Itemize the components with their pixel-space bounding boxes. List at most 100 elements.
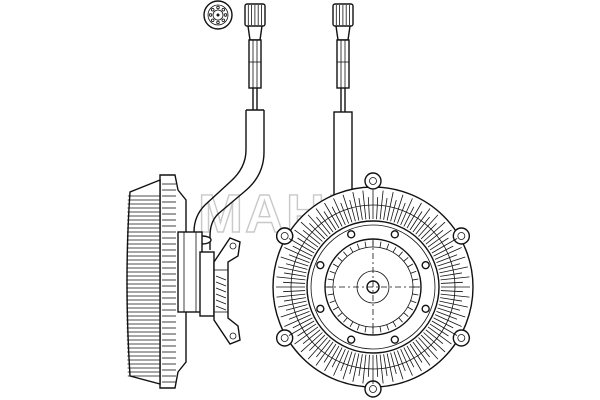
cooling-fin	[276, 276, 306, 281]
cooling-fin	[283, 290, 306, 293]
cooling-fin	[367, 354, 370, 377]
cooling-fin	[302, 230, 321, 245]
cooling-fin	[285, 304, 308, 311]
cooling-fin	[342, 351, 353, 380]
cooling-fin	[292, 245, 313, 257]
cooling-fin	[423, 332, 446, 353]
cooling-fin	[383, 198, 388, 220]
cooling-fin	[284, 314, 312, 327]
cooling-fin	[302, 329, 321, 344]
hub-tooth	[343, 317, 348, 323]
mounting-lug-hole	[369, 385, 377, 393]
cooling-fin	[297, 237, 317, 251]
cooling-fin	[409, 211, 423, 231]
cooling-fin	[284, 272, 306, 277]
fin-ring	[290, 204, 456, 370]
hub-tooth	[343, 251, 348, 257]
cooling-fin	[379, 190, 384, 220]
hub-tooth	[356, 324, 360, 331]
cooling-fin	[358, 198, 363, 220]
cooling-fin	[393, 194, 404, 223]
cooling-fin	[429, 323, 449, 337]
hub-tooth	[379, 326, 382, 333]
cooling-fin	[390, 352, 397, 375]
cooling-fin	[280, 256, 309, 267]
cooling-fin	[412, 208, 431, 233]
hub-tooth	[410, 270, 417, 274]
cooling-fin	[390, 199, 397, 222]
cooling-fin	[280, 307, 309, 318]
cooling-fin	[333, 348, 346, 376]
cooling-fin	[283, 281, 306, 284]
hub-tooth	[349, 321, 354, 328]
hub-tooth	[327, 293, 334, 296]
cooling-fin	[362, 354, 367, 384]
cooling-fin	[292, 317, 313, 329]
cooling-fin	[438, 263, 461, 270]
flange-hatch	[215, 293, 227, 299]
cooling-fin	[406, 345, 422, 372]
hub-tooth	[356, 243, 360, 250]
cooling-fin	[427, 229, 452, 248]
hub-tooth	[403, 257, 409, 262]
cooling-fin	[276, 293, 306, 298]
cooling-fin	[440, 272, 462, 277]
cooling-fin	[323, 343, 337, 363]
flange-hatch	[215, 287, 227, 293]
cooling-fin	[294, 326, 319, 345]
hub-tooth	[412, 293, 419, 296]
hub-tooth	[337, 312, 343, 317]
hub-tooth	[332, 306, 339, 311]
cooling-fin	[403, 206, 415, 227]
cooling-fin	[429, 237, 449, 251]
connector-pin	[208, 13, 213, 17]
cooling-fin	[362, 190, 367, 220]
hub-tooth	[329, 300, 336, 304]
cooling-fin	[324, 202, 340, 229]
hub-bolt	[346, 335, 356, 344]
cooling-fin	[288, 254, 310, 264]
cooling-fin	[352, 192, 360, 221]
mounting-lug	[452, 329, 471, 347]
cooling-fin	[340, 350, 350, 372]
hub-tooth	[407, 306, 414, 311]
cooling-fin	[440, 290, 463, 293]
cooling-fin	[376, 354, 379, 377]
hub-tooth	[412, 278, 419, 281]
cooling-fin	[307, 214, 328, 237]
cooling-fin	[415, 216, 430, 235]
cooling-fin	[300, 332, 323, 353]
hub-tooth	[392, 246, 397, 253]
cooling-fin	[309, 334, 326, 351]
side-view-cable	[192, 3, 266, 250]
cooling-fin	[396, 202, 406, 224]
front-view-housing	[272, 172, 474, 398]
cooling-fin	[440, 293, 470, 298]
cooling-fin	[425, 329, 444, 344]
cooling-fin	[376, 197, 379, 220]
cooling-fin	[434, 247, 462, 260]
mounting-lug-hole	[457, 334, 466, 342]
connector-pin	[216, 20, 220, 25]
cooling-fin	[316, 216, 331, 235]
cooling-fin	[440, 281, 463, 284]
hub-tooth	[329, 270, 336, 274]
side-view-clutch-body	[126, 174, 241, 389]
cooling-fin	[383, 354, 388, 376]
hub-tooth	[364, 326, 367, 333]
cooling-fin	[436, 254, 458, 264]
hub-tooth	[392, 321, 397, 328]
hub-tooth	[364, 241, 367, 248]
cooling-fin	[406, 202, 422, 229]
cooling-fin	[412, 341, 431, 366]
connector-pin	[216, 13, 220, 17]
cooling-fin	[434, 314, 462, 327]
cooling-fin	[393, 351, 404, 380]
hub-tooth	[349, 246, 354, 253]
hub-tooth	[332, 263, 339, 268]
mounting-lug-hole	[369, 177, 377, 185]
cooling-fin	[315, 341, 334, 366]
cooling-fin	[400, 348, 413, 376]
hub-tooth	[327, 278, 334, 281]
